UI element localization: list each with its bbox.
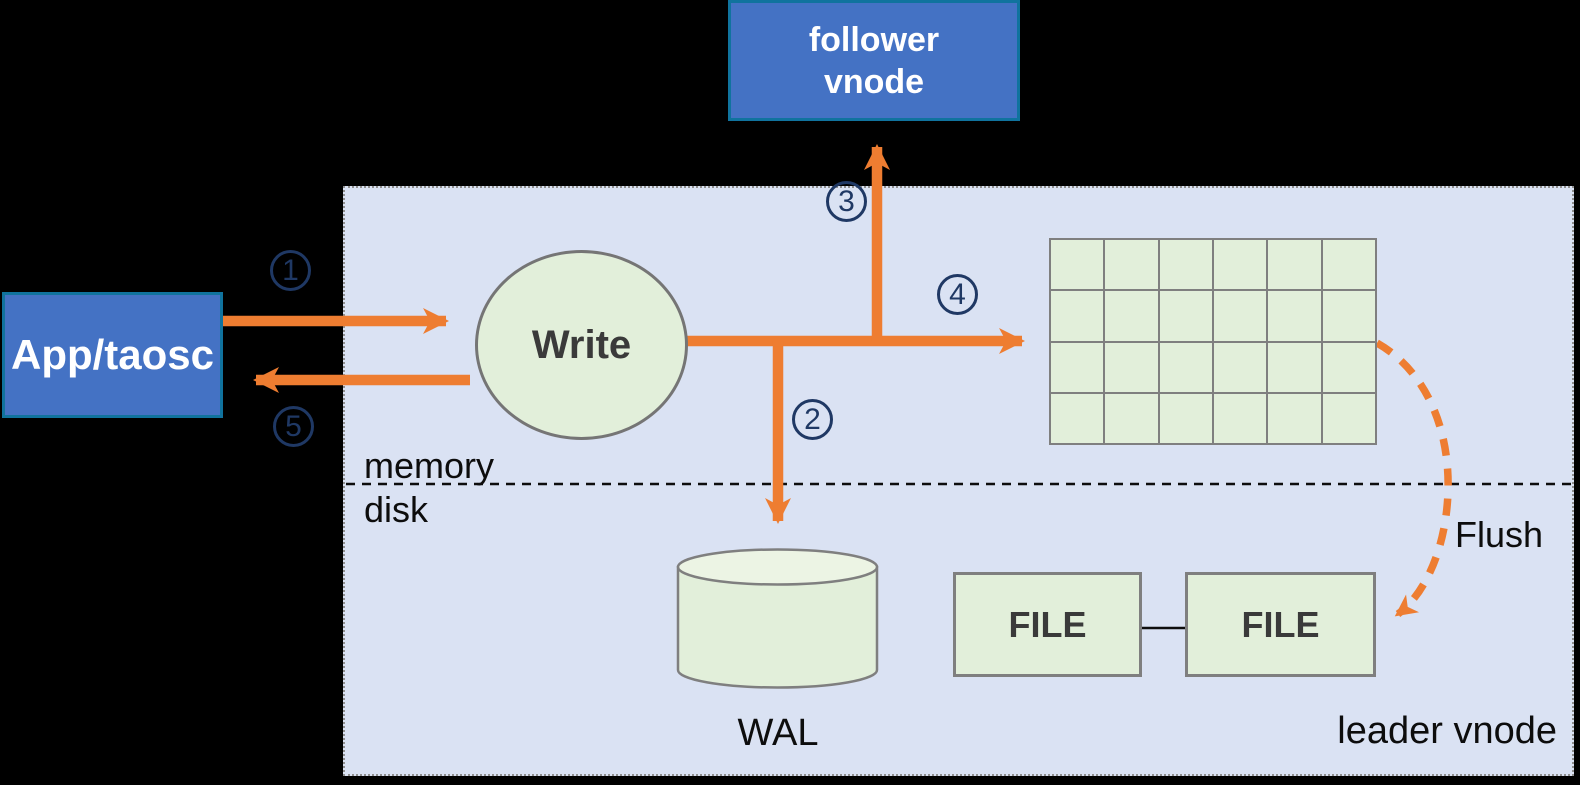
memtable-cell: [1051, 240, 1104, 290]
memtable-cell: [1213, 393, 1267, 443]
memtable-cell: [1105, 393, 1158, 443]
wal-label: WAL: [737, 712, 819, 754]
memtable-cell: [1159, 291, 1212, 341]
memtable-cell: [1268, 342, 1321, 392]
memtable-cell: [1322, 342, 1375, 392]
memtable-cell: [1105, 240, 1158, 290]
app-taosc-node: App/taosc: [2, 292, 223, 418]
memtable-cell: [1322, 240, 1375, 290]
memtable-cell: [1051, 342, 1104, 392]
memtable-cell: [1051, 291, 1104, 341]
step-number-1: 1: [270, 250, 311, 291]
step-number-4: 4: [937, 274, 978, 315]
memtable-cell: [1268, 291, 1321, 341]
memtable-cell: [1322, 393, 1375, 443]
file-1-label: FILE: [1008, 603, 1087, 645]
file-node-2: FILE: [1185, 572, 1376, 677]
follower-vnode-node: follower vnode: [728, 0, 1020, 121]
disk-region-label: disk: [364, 489, 429, 530]
follower-vnode-label-line1: follower: [808, 20, 940, 59]
leader-vnode-label: leader vnode: [1337, 710, 1557, 752]
memtable-cell: [1322, 291, 1375, 341]
memtable-cell: [1105, 342, 1158, 392]
step-number-2: 2: [792, 399, 833, 440]
memtable-cell: [1268, 393, 1321, 443]
file-node-1: FILE: [953, 572, 1142, 677]
memtable-cell: [1159, 342, 1212, 392]
memtable-cell: [1159, 240, 1212, 290]
memtable-cell: [1268, 240, 1321, 290]
memtable-cell: [1159, 393, 1212, 443]
step-number-5: 5: [273, 406, 314, 447]
file-2-label: FILE: [1241, 603, 1320, 645]
memory-region-label: memory: [364, 445, 495, 486]
write-label: Write: [531, 322, 632, 367]
step-number-3: 3: [826, 181, 867, 222]
memtable-grid: [1049, 238, 1377, 445]
memtable-cell: [1105, 291, 1158, 341]
memtable-cell: [1051, 393, 1104, 443]
follower-vnode-label-line2: vnode: [823, 62, 925, 101]
memtable-cell: [1213, 291, 1267, 341]
write-process-node: Write: [475, 250, 688, 440]
memtable-cell: [1213, 240, 1267, 290]
app-taosc-label: App/taosc: [10, 331, 215, 378]
memtable-cell: [1213, 342, 1267, 392]
flush-label: Flush: [1455, 514, 1544, 555]
